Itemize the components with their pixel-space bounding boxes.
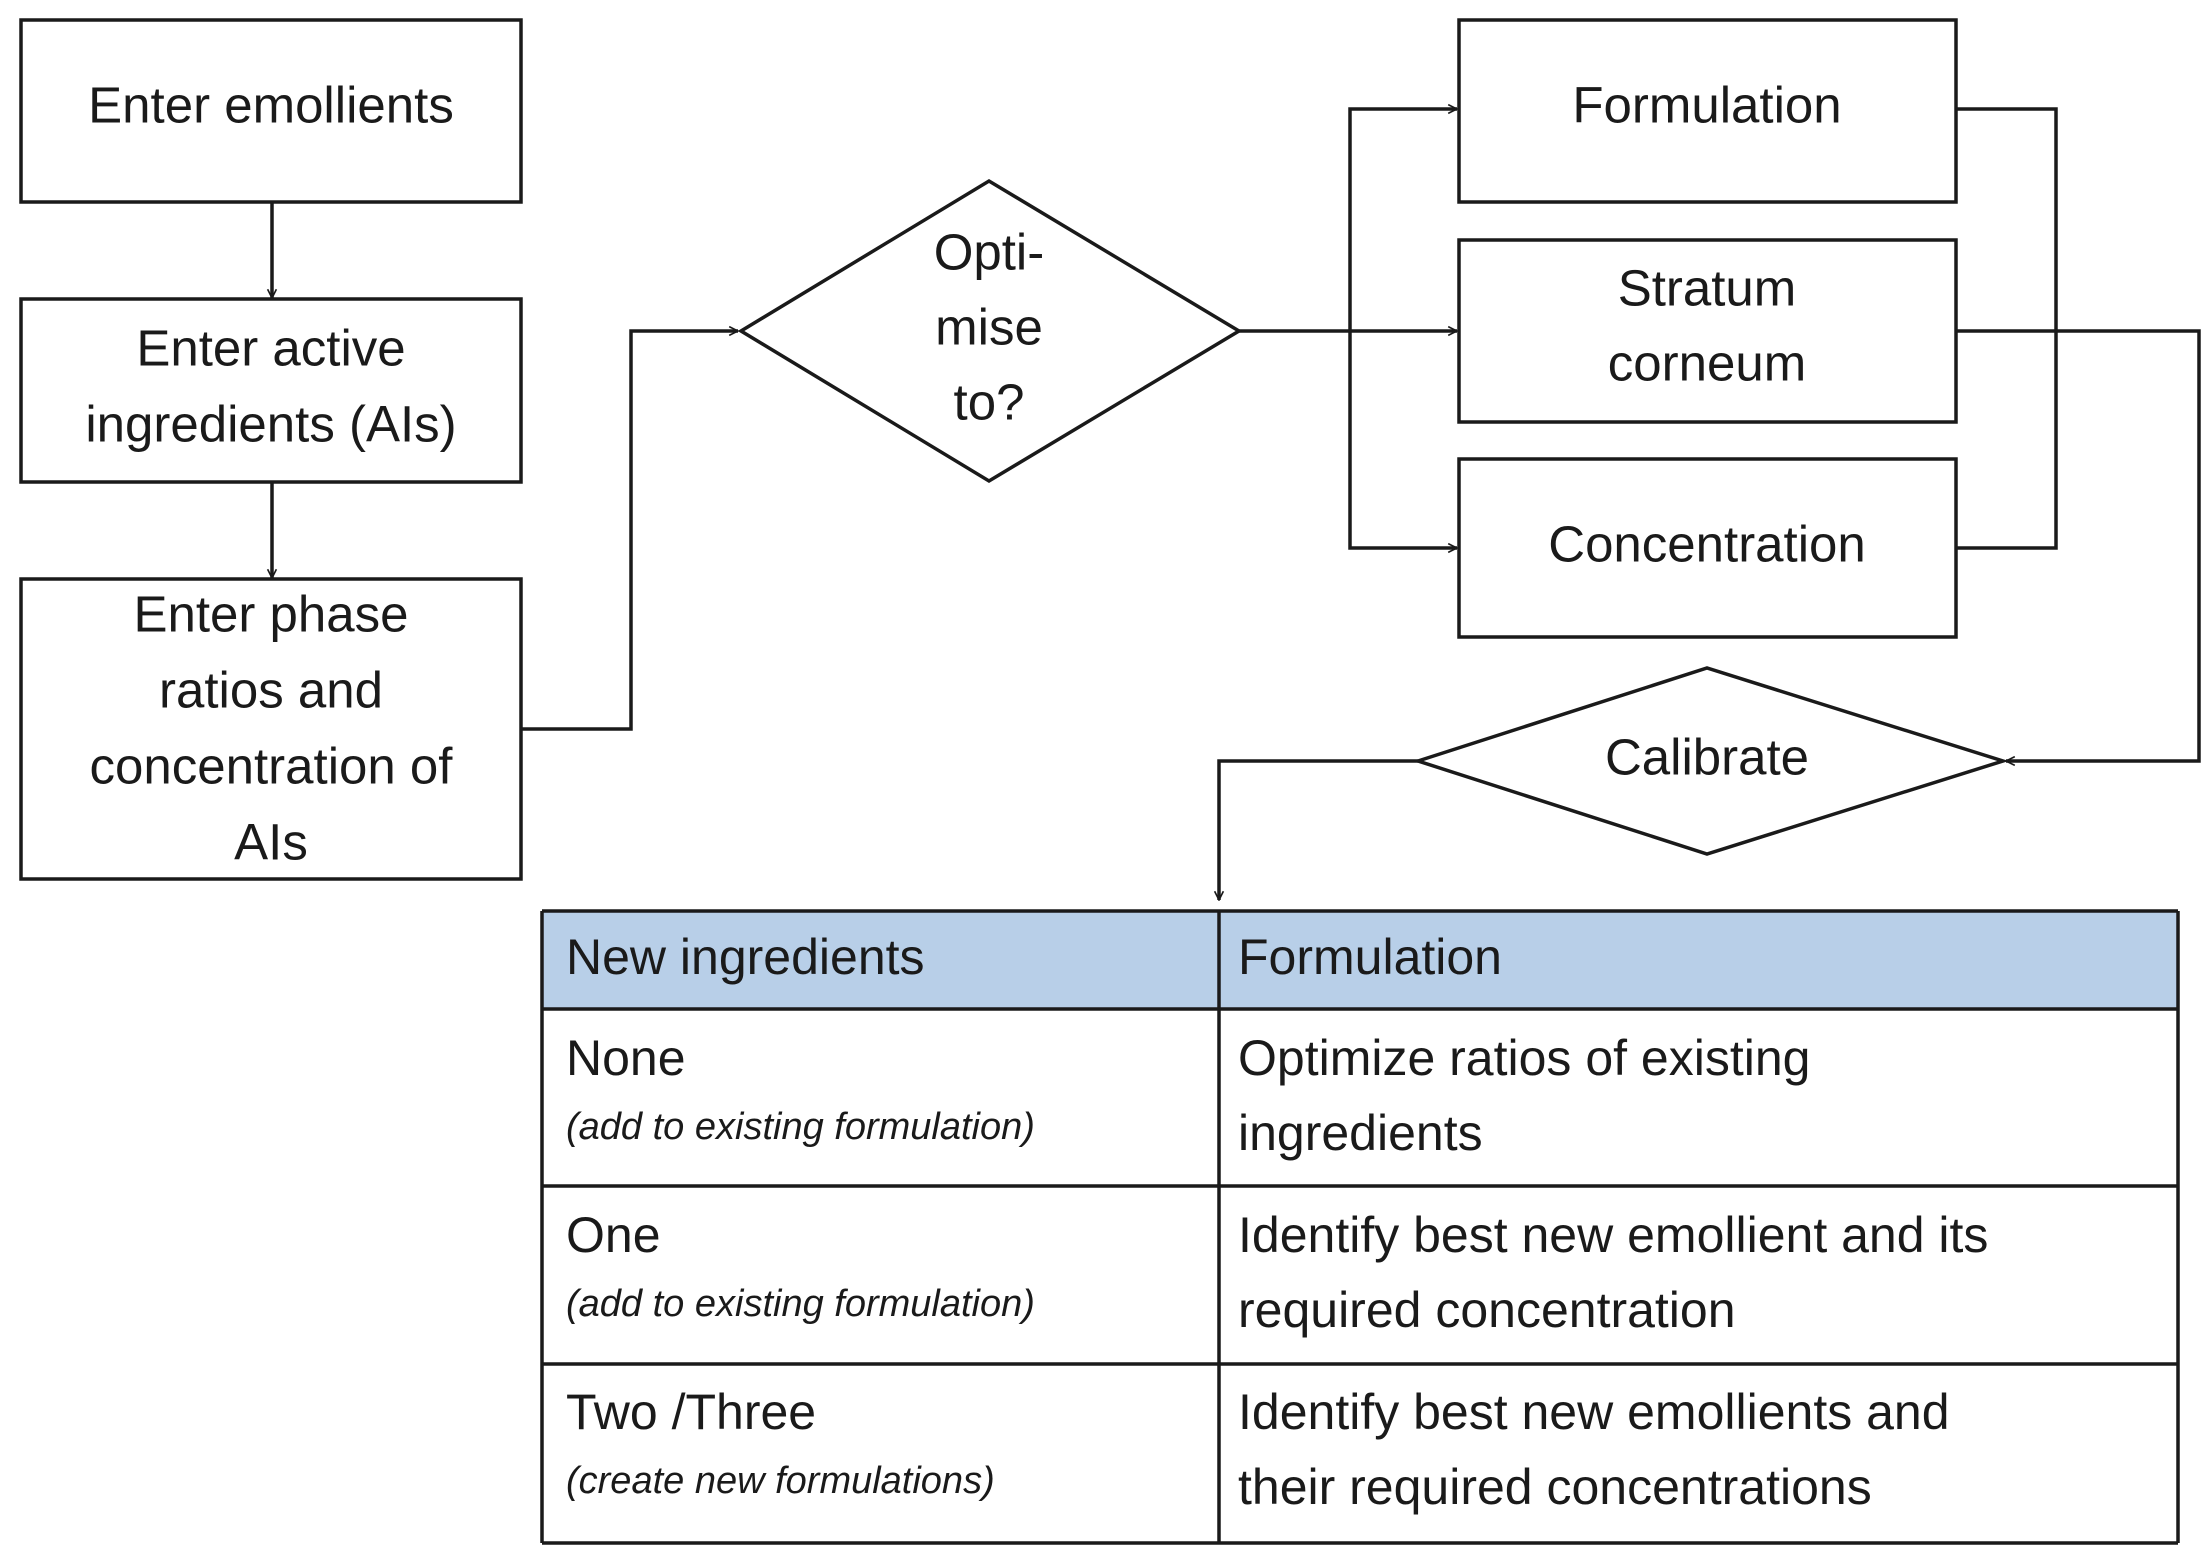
decision-optimise-line-1: Opti- — [934, 223, 1045, 280]
node-enter-phase-line-3: concentration of — [90, 737, 454, 794]
edge-phase-to-optimise — [521, 331, 738, 731]
decision-optimise-line-2: mise — [935, 298, 1043, 355]
edge-branch-to-formulation — [1348, 109, 1457, 331]
table-row-2-note: (add to existing formulation) — [566, 1283, 1035, 1325]
node-enter-emollients: Enter emollients — [19, 18, 523, 204]
node-stratum-line-1: Stratum — [1618, 259, 1797, 316]
table-row-1-note: (add to existing formulation) — [566, 1106, 1035, 1148]
table-row-2-ingredients: One — [566, 1207, 661, 1263]
node-stratum-line-2: corneum — [1608, 334, 1806, 391]
node-enter-phase-line-4: AIs — [234, 813, 308, 870]
table-header-background — [542, 911, 2178, 1009]
node-formulation-label: Formulation — [1572, 76, 1841, 133]
connectors — [272, 107, 2201, 900]
node-enter-phase-line-2: ratios and — [159, 661, 383, 718]
node-enter-emollients-label: Enter emollients — [88, 76, 454, 133]
node-enter-phase-line-1: Enter phase — [133, 585, 408, 642]
node-enter-active-line-1: Enter active — [136, 319, 405, 376]
node-concentration-label: Concentration — [1548, 515, 1866, 572]
node-enter-active-ingredients: Enter active ingredients (AIs) — [19, 297, 523, 484]
decision-calibrate-label: Calibrate — [1605, 728, 1809, 785]
node-stratum-corneum: Stratum corneum — [1457, 238, 1958, 424]
edge-calibrate-to-table — [1219, 759, 1418, 900]
decision-calibrate: Calibrate — [1412, 666, 2009, 856]
table-header-formulation: Formulation — [1238, 929, 1502, 985]
table-row-3-desc-line-2: their required concentrations — [1238, 1459, 1872, 1515]
decision-optimise-line-3: to? — [954, 373, 1025, 430]
table-row-3-note: (create new formulations) — [566, 1460, 995, 1502]
table-row-2-desc-line-2: required concentration — [1238, 1282, 1736, 1338]
edge-branch-to-concentration — [1348, 331, 1457, 548]
table-row-3-ingredients: Two /Three — [566, 1384, 816, 1440]
edge-formulation-return — [1956, 107, 2058, 550]
options-table: New ingredients Formulation None (add to… — [540, 909, 2180, 1545]
table-row-1-ingredients: None — [566, 1030, 686, 1086]
table-header-new-ingredients: New ingredients — [566, 929, 925, 985]
node-enter-active-line-2: ingredients (AIs) — [85, 395, 456, 452]
node-concentration: Concentration — [1457, 457, 1958, 639]
decision-optimise: Opti- mise to? — [737, 178, 1243, 484]
table-row-1-desc-line-2: ingredients — [1238, 1105, 1483, 1161]
node-formulation: Formulation — [1457, 18, 1958, 204]
edge-stratum-to-calibrate — [1956, 329, 2201, 761]
table-row-3-desc-line-1: Identify best new emollients and — [1238, 1384, 1950, 1440]
table-row-1-desc-line-1: Optimize ratios of existing — [1238, 1030, 1810, 1086]
node-enter-phase-ratios: Enter phase ratios and concentration of … — [19, 577, 523, 881]
table-row-2-desc-line-1: Identify best new emollient and its — [1238, 1207, 1988, 1263]
